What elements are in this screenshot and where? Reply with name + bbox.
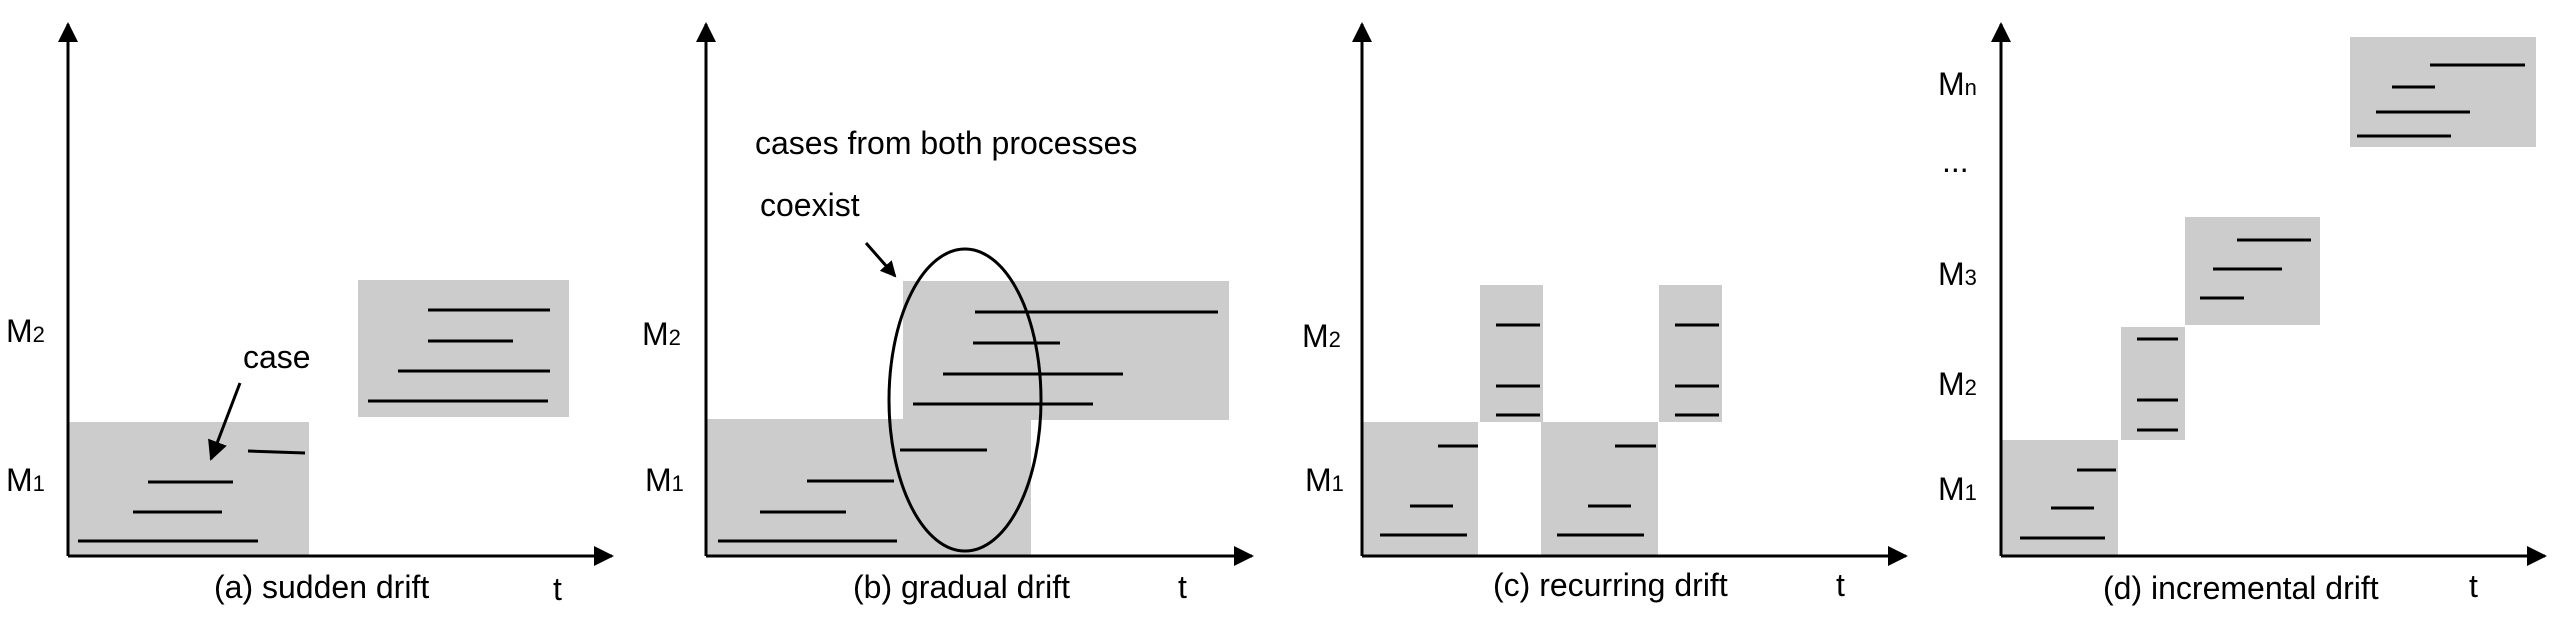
coexist-ellipse: [887, 247, 1043, 553]
x-axis-label: t: [1836, 567, 1845, 603]
process-m1-box: [706, 419, 1031, 555]
caption: (d) incremental drift: [2103, 570, 2379, 606]
process-mn-box: [2350, 37, 2536, 147]
panel-sudden-drift: M2 M1 case (a) sudden drift t: [6, 22, 614, 607]
process-m2-box: [903, 281, 1229, 420]
y-label-m3: M3: [1938, 256, 1977, 292]
process-m1-box: [1362, 422, 1478, 555]
x-axis-label: t: [2469, 568, 2478, 604]
process-m2-box: [358, 280, 569, 417]
case-lines: [2020, 63, 2525, 540]
y-label-m1: M1: [1305, 462, 1344, 498]
process-m2-box: [1480, 285, 1543, 422]
coexist-annotation-line2: coexist: [760, 187, 860, 223]
case-lines: [718, 310, 1218, 543]
coexist-annotation-line1: cases from both processes: [755, 125, 1137, 161]
caption: (a) sudden drift: [214, 569, 429, 605]
y-label-m2: M2: [1938, 366, 1977, 402]
caption: (b) gradual drift: [853, 569, 1070, 605]
process-m3-box: [2185, 217, 2320, 325]
process-m1-box: [1541, 422, 1658, 555]
y-label-m1: M1: [645, 462, 684, 498]
case-lines: [78, 308, 550, 543]
y-label-ellipsis: ...: [1942, 143, 1969, 179]
case-annotation: case: [243, 339, 311, 375]
y-label-m2: M2: [1302, 318, 1341, 354]
process-m2-box: [1659, 285, 1722, 422]
coexist-arrow: [864, 242, 897, 278]
panel-gradual-drift: M2 M1 cases from both processes coexist …: [642, 22, 1254, 605]
caption: (c) recurring drift: [1493, 567, 1728, 603]
y-label-m1: M1: [1938, 471, 1977, 507]
y-label-mn: Mn: [1938, 66, 1977, 102]
x-axis-label: t: [553, 571, 562, 607]
case-line: [247, 449, 306, 455]
case-lines: [1380, 323, 1719, 537]
y-label-m2: M2: [6, 313, 45, 349]
y-label-m2: M2: [642, 316, 681, 352]
panel-recurring-drift: M2 M1 (c) recurring drift t: [1302, 22, 1908, 603]
panel-incremental-drift: Mn ... M3 M2 M1 (d) incremental drift t: [1938, 22, 2547, 606]
x-axis-label: t: [1178, 569, 1187, 605]
case-arrow: [208, 382, 242, 461]
process-m1-box: [68, 422, 309, 555]
y-label-m1: M1: [6, 462, 45, 498]
process-m2-box: [2121, 327, 2185, 440]
